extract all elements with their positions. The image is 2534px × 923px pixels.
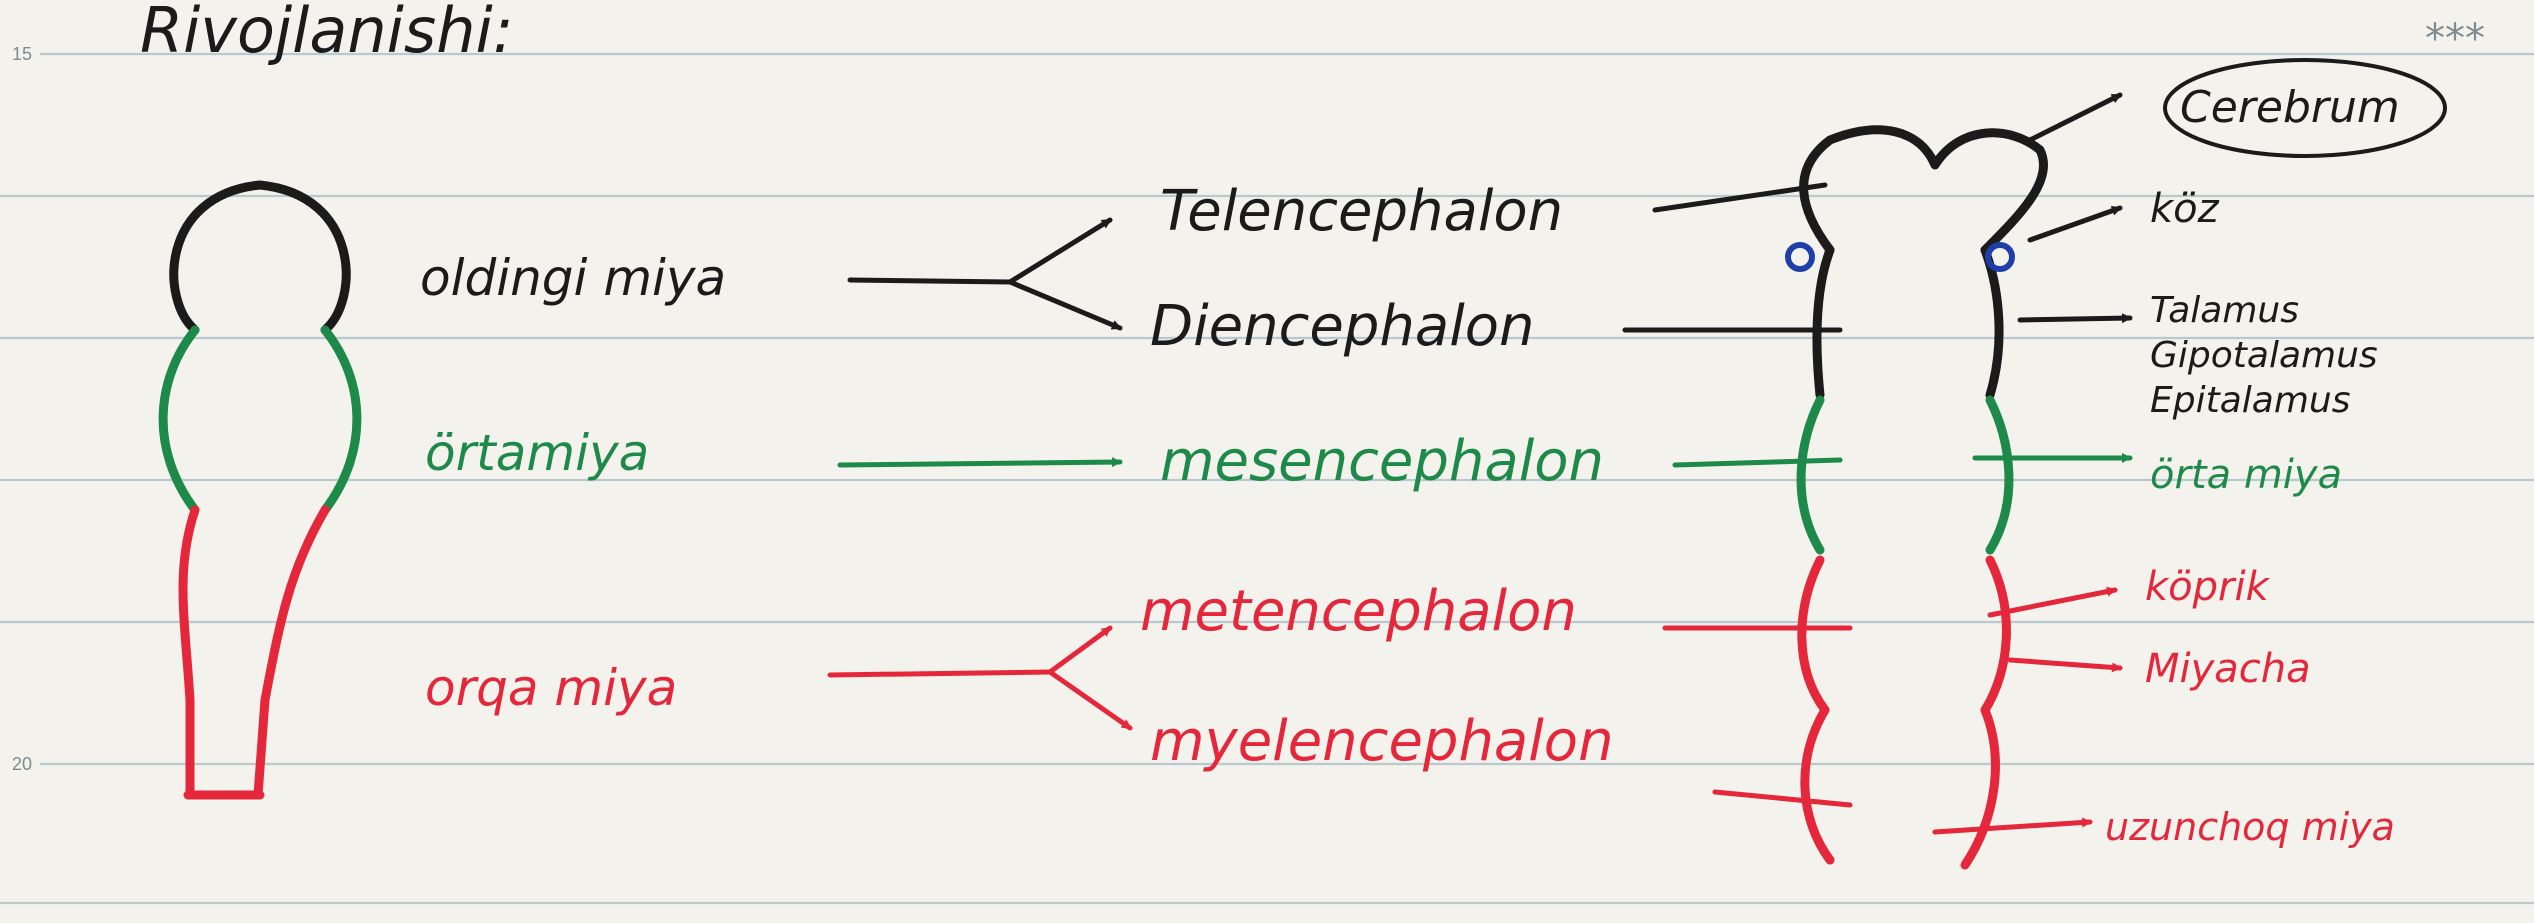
myelencephalon-pointer: [1712, 789, 1853, 808]
label-mesencephalon: mesencephalon: [1160, 429, 1604, 494]
label-miyacha: Miyacha: [2145, 646, 2311, 692]
telencephalon-outline: [1799, 125, 2049, 255]
arrow-to-miyacha: [2007, 657, 2123, 673]
midbrain-vesicle-left-wall: [158, 325, 200, 515]
arrow-to-mesencephalon: [837, 457, 1123, 468]
mesencephalon-pointer: [1672, 457, 1843, 468]
arrow-to-uzunchoq-miya: [1932, 817, 2093, 835]
left-optic-vesicle: [1785, 242, 1815, 272]
arrow-to-telencephalon: [1007, 217, 1113, 285]
diencephalon-right-wall: [1980, 245, 2004, 400]
label-orta-miya: örta miya: [2150, 452, 2342, 498]
pointer-lines: [1622, 182, 1853, 808]
ruled-lines: [0, 52, 2534, 905]
mesencephalon-right-wall: [1985, 395, 2014, 555]
label-uzunchoq-miya: uzunchoq miya: [2105, 805, 2395, 849]
diencephalon-left-wall: [1812, 245, 1835, 400]
page-heading: Rivojlanishi:: [140, 0, 514, 67]
primary-to-secondary-arrows: [827, 217, 1133, 731]
label-cerebrum: Cerebrum: [2180, 82, 2400, 133]
label-ortamiya: örtamiya: [425, 424, 649, 482]
derivative-arrows: [1932, 92, 2133, 835]
label-oldingi-miya: oldingi miya: [420, 249, 726, 307]
hindbrain-left-wall: [178, 505, 200, 800]
mesencephalon-left-wall: [1796, 395, 1825, 555]
hindbrain-right-wall: [253, 505, 330, 800]
midbrain-vesicle-right-wall: [320, 325, 362, 515]
arrow-to-diencephalon: [1007, 279, 1123, 331]
oldingi-miya-arrow-stem: [847, 277, 1013, 285]
line-number-15: 15: [12, 44, 32, 64]
label-diencephalon: Diencephalon: [1150, 294, 1535, 359]
forebrain-vesicle-outline: [169, 180, 351, 335]
label-koprik: köprik: [2145, 564, 2271, 610]
label-orqa-miya: orqa miya: [425, 659, 677, 717]
arrow-to-koprik: [1987, 586, 2118, 618]
label-telencephalon: Telencephalon: [1160, 179, 1563, 244]
hindbrain-left-wall: [1797, 555, 1835, 865]
arrow-to-cerebrum: [2027, 92, 2123, 143]
label-metencephalon: metencephalon: [1140, 579, 1577, 644]
label-epitalamus: Epitalamus: [2150, 380, 2350, 421]
arrow-to-myelencephalon: [1047, 669, 1133, 731]
arrow-to-koz: [2027, 205, 2123, 243]
telencephalon-pointer: [1652, 182, 1828, 213]
line-number-20: 20: [12, 754, 32, 774]
corner-mark: ***: [2425, 16, 2485, 62]
arrow-to-talamus: [2017, 313, 2133, 324]
secondary-neural-tube: [1785, 125, 2049, 870]
arrow-to-metencephalon: [1047, 625, 1113, 675]
hindbrain-right-wall: [1960, 555, 2011, 870]
label-talamus: Talamus: [2150, 290, 2299, 331]
label-koz: köz: [2150, 186, 2220, 232]
right-optic-vesicle: [1985, 242, 2015, 272]
cerebrum-circle: [2163, 58, 2447, 158]
orqa-miya-arrow-stem: [827, 669, 1053, 678]
label-gipotalamus: Gipotalamus: [2150, 335, 2378, 376]
primary-neural-tube: [158, 180, 362, 800]
label-myelencephalon: myelencephalon: [1150, 709, 1614, 774]
